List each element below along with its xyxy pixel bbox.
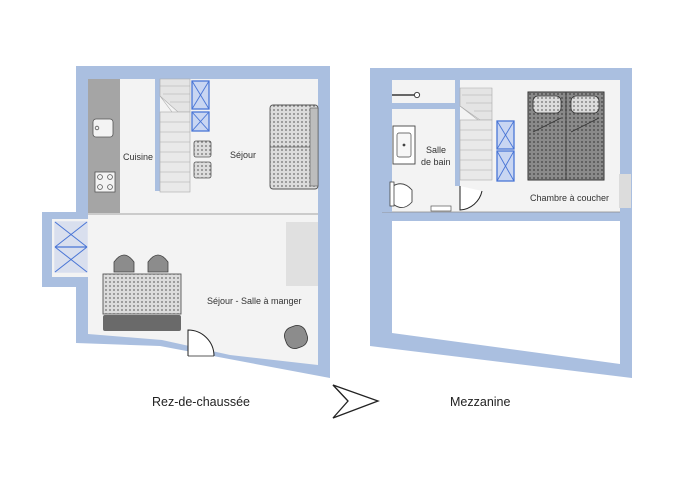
caption-mezzanine: Mezzanine — [450, 395, 510, 409]
sink-drain-icon — [94, 125, 100, 131]
label-salle-de-bain-line2: de bain — [421, 157, 451, 167]
annex-bay — [52, 219, 88, 277]
label-chambre: Chambre à coucher — [530, 193, 609, 203]
caption-ground-floor: Rez-de-chaussée — [152, 395, 250, 409]
ground-floor-plan: Cuisine Séjour Séjour - Salle à manger — [42, 66, 330, 378]
sofa-icon — [269, 104, 319, 190]
cabinet — [286, 222, 318, 286]
dining-table-icon — [102, 273, 182, 315]
shower-icon — [392, 91, 421, 99]
toilet-icon — [389, 181, 413, 208]
bench-icon — [103, 315, 181, 331]
armchair-icon — [284, 325, 308, 349]
mezzanine-plan: Salle de bain Chambre à coucher — [370, 68, 632, 378]
entrance-door-icon — [187, 329, 215, 357]
cooktop-icon — [94, 171, 116, 193]
kitchen-counter — [88, 79, 120, 213]
pouf-icon — [193, 161, 212, 179]
pouf-icon — [193, 140, 212, 158]
bath-mat-icon — [430, 205, 452, 212]
staircase — [155, 78, 191, 193]
washbasin-icon — [392, 125, 416, 165]
arrow-right-icon — [332, 384, 380, 419]
double-bed-icon — [527, 91, 605, 181]
window-strip — [619, 174, 631, 208]
storage-unit-icon — [191, 80, 210, 132]
bathroom-door-icon — [459, 186, 483, 211]
dining-chair-icon — [113, 254, 169, 273]
sink-icon — [92, 118, 114, 138]
mezzanine-void — [392, 221, 620, 364]
bathroom-wall — [382, 80, 392, 212]
annex-window-icon — [54, 221, 88, 273]
wardrobe-icon — [496, 120, 515, 182]
label-cuisine: Cuisine — [123, 152, 153, 162]
bathroom-wall — [455, 80, 460, 186]
label-salle-de-bain-line1: Salle — [426, 145, 446, 155]
label-sejour-salle: Séjour - Salle à manger — [207, 296, 302, 306]
label-sejour: Séjour — [230, 150, 256, 160]
mezzanine-staircase — [459, 87, 493, 181]
bathroom-wall — [392, 103, 455, 109]
